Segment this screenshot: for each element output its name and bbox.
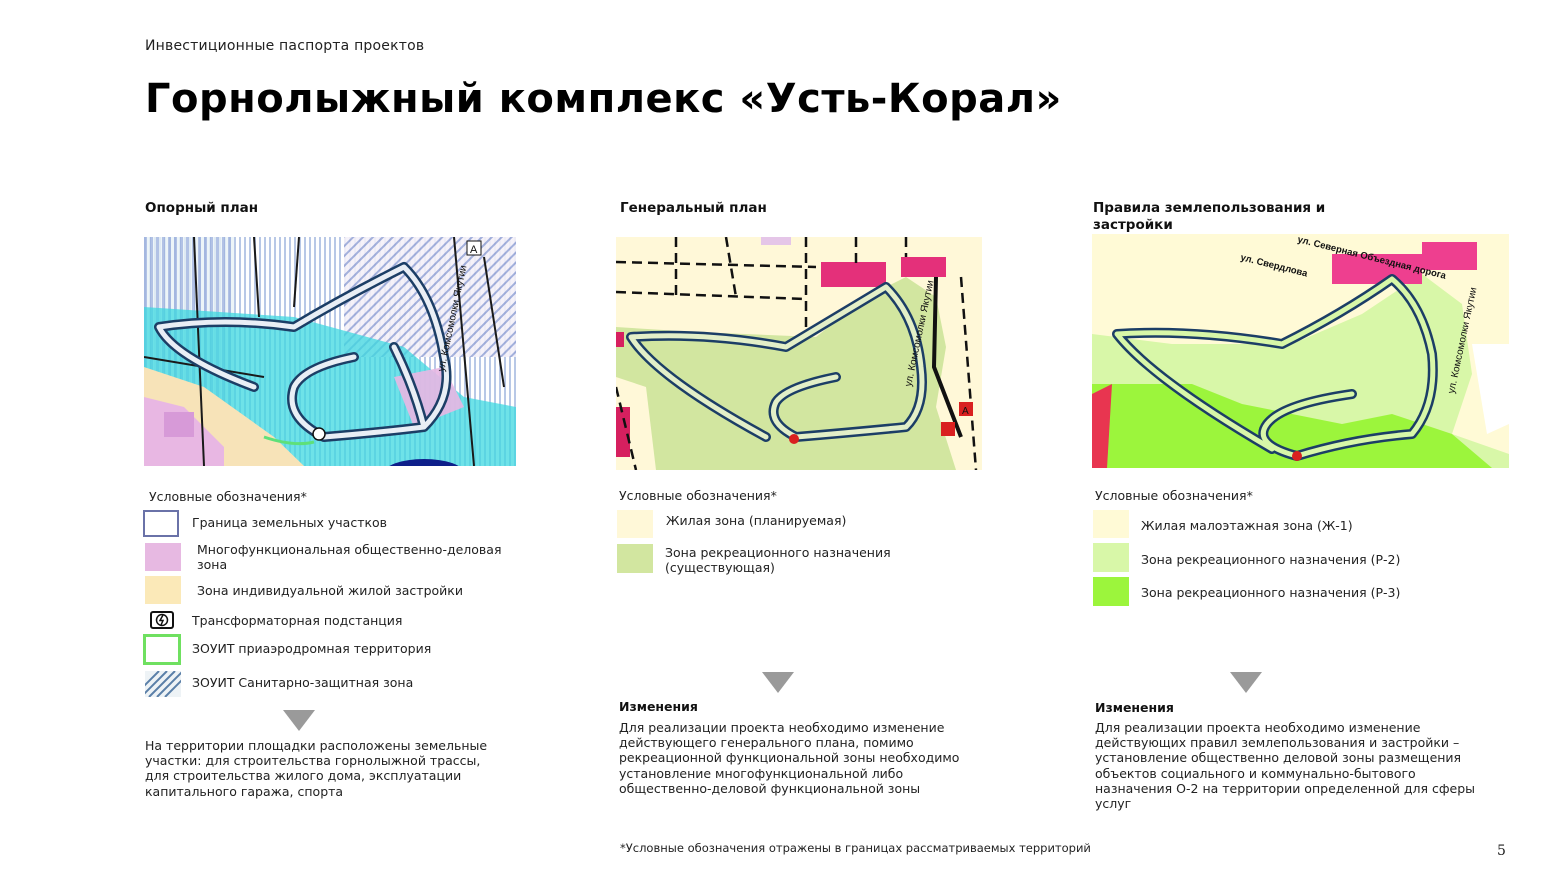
col3-description: Для реализации проекта необходимо измене… [1095,720,1476,812]
legend-label-airfield-zone: ЗОУИТ приаэродромная территория [192,641,432,656]
map-marker-a: A [470,244,478,256]
legend-label-recreation-r2: Зона рекреационного назначения (Р-2) [1141,552,1401,567]
reference-plan-map: A ул. Комсомолки Якутии [144,237,516,466]
legend-swatch-parcel-boundary [143,510,179,537]
legend-label-parcel-boundary: Граница земельных участков [192,515,388,530]
legend-label-planned-residential: Жилая зона (планируемая) [666,513,847,528]
legend-swatch-public-business [145,543,181,571]
legend-swatch-low-rise-residential [1093,510,1129,538]
legend-label-recreation-r3: Зона рекреационного назначения (Р-3) [1141,585,1401,600]
legend-swatch-recreation-existing [617,544,653,573]
land-use-rules-map: ул. Северная Объездная дорога ул. Свердл… [1092,234,1509,468]
down-arrow-icon [1230,672,1262,693]
page-title: Горнолыжный комплекс «Усть-Корал» [145,76,1062,122]
legend-label-public-business: Многофункциональная общественно-деловая … [197,542,502,572]
legend-label-recreation-existing: Зона рекреационного назначения (существу… [665,545,891,575]
down-arrow-icon [762,672,794,693]
map-marker-a: A [962,406,969,417]
col3-heading: Правила землепользования и застройки [1093,200,1326,233]
col2-changes-title: Изменения [619,699,698,714]
legend-swatch-planned-residential [617,510,653,538]
col1-legend-title: Условные обозначения* [149,489,307,504]
legend-swatch-airfield-zone [143,634,181,665]
legend-label-sanitary-zone: ЗОУИТ Санитарно-защитная зона [192,675,414,690]
legend-swatch-individual-residential [145,576,181,604]
legend-label-individual-residential: Зона индивидуальной жилой застройки [197,583,463,598]
col3-legend-title: Условные обозначения* [1095,488,1253,503]
legend-swatch-recreation-r2 [1093,543,1129,572]
col2-description: Для реализации проекта необходимо измене… [619,720,960,796]
substation-icon [150,611,174,629]
legend-label-low-rise-residential: Жилая малоэтажная зона (Ж-1) [1141,518,1353,533]
page-number: 5 [1497,843,1506,859]
legend-swatch-sanitary-zone [132,670,192,698]
down-arrow-icon [283,710,315,731]
col1-description: На территории площадки расположены земел… [145,738,488,799]
col2-heading: Генеральный план [620,200,767,216]
col3-changes-title: Изменения [1095,700,1174,715]
footnote: *Условные обозначения отражены в граница… [620,841,1091,855]
general-plan-map: A ул. Комсомолки Якутии [616,237,982,470]
legend-label-substation: Трансформаторная подстанция [192,613,403,628]
document-kicker: Инвестиционные паспорта проектов [145,38,425,54]
col2-legend-title: Условные обозначения* [619,488,777,503]
legend-swatch-recreation-r3 [1093,577,1129,606]
col1-heading: Опорный план [145,200,259,216]
